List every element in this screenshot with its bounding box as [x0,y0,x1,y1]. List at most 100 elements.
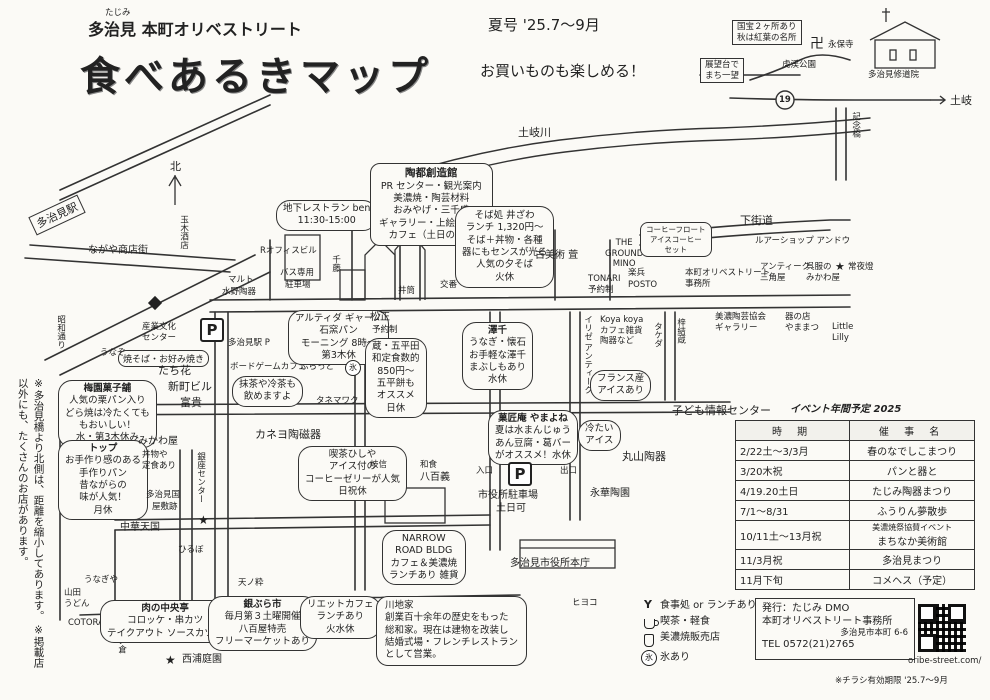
event-row: 10/11土～13月祝美濃焼祭協賛イベントまちなか美術館 [734,520,975,550]
event-row: 3/20木祝パンと器と [734,460,975,481]
matsukuni-yoyaku: 予約制 [372,325,398,335]
yamayoshi-bubble: 菓匠庵 やまよね 夏は水まんじゅう あん豆腐・葛バー がオススメ！水休 [488,410,579,466]
showa-dori-label: 昭和通り [55,315,66,349]
event-name: 美濃焼祭協賛イベントまちなか美術館 [849,520,975,550]
event-name: ふうりん夢散歩 [849,500,975,521]
eihoji-label: 永保寺 [828,40,854,50]
shimokaido-label: 下街道 [740,214,773,227]
kawamura-bubble: 川地家 創業百十余年の歴史をもった 総和家。現在は建物を改装し 結婚式場・フレン… [376,596,528,666]
ireze-label: イリゼ アンティーク [582,315,593,395]
kura-bubble: 蔵・五平田 和定食数的 850円～ 五平餅も オススメ 日休 [365,338,427,419]
maruto-label-1: マルト [228,275,254,285]
event-date: 7/1～8/31 [734,500,851,521]
legend-ice: 氷あり [660,652,690,663]
publisher-address: 多治見市本町 6-6 [840,628,908,638]
nagaya-label: ながや商店街 [88,245,148,256]
kodomo-label: 子ども情報センター [672,404,771,417]
main-title: 食べあるきマップ [80,54,432,100]
inoue-label: 井筒 [398,286,416,296]
matsukuni-label: 松正 [370,312,390,323]
eika-label: 永華陶園 [590,488,630,499]
hyakuyoshi-label: 八百義 [420,472,450,483]
mikawa-gofuku-label: 呉服の みかわ屋 [806,262,841,283]
top-bakery-bubble: トップ お手作り感のある 手作りパン 昔ながらの 味が人気！ 月休 [58,440,149,521]
shiyakusho-p-1: 市役所駐車場 [478,490,538,501]
koyakoya-label: Koya koya カフェ雑貨 陶器など [600,315,644,347]
ice-icon: 氷 [345,360,361,376]
hiruho-label: ひるぼ [178,545,204,555]
event-title: コメヘス（予定） [872,576,953,587]
event-row: 11月下旬 コメヘス（予定） [734,569,975,590]
kokei-label: 虎渓公園 [782,60,817,70]
yashiki-label: 屋敷跡 [152,502,178,512]
side-note: ※多治見橋より北側は、距離を縮小してあります。 ※掲載店以外にも、たくさんのお店… [16,378,45,668]
mimaya-label: みかわ屋 [138,436,178,447]
takenaka-label: タケダ [652,322,663,348]
event-name: パンと器と [849,460,975,481]
unagiya-label: うなぎや [84,575,119,585]
svg-text:★: ★ [198,513,209,527]
svg-text:卍: 卍 [810,36,824,52]
publisher-office: 本町オリベストリート事務所 [762,615,893,627]
hiyoko-label: ヒヨコ [572,598,598,608]
tonari-label: TONARI 予約制 [588,274,621,295]
kokuho-box: 国宝２ヶ所あり 秋は紅葉の名所 [732,20,802,46]
ice-legend-icon: 氷 [641,650,657,666]
soba-bubble: そば処 井ざわ ランチ 1,320円～ そば＋丼物・各種 器にもセンスが光る 人… [455,206,555,289]
tajimi-eki-p-label: 多治見駅 P [228,338,270,348]
unazo-label: うなぞ [100,348,126,358]
yakisoba-box: 焼そば・お好み焼き [118,350,210,367]
maruto-label-2: 水野陶器 [222,287,257,297]
legend-cafe: 喫茶・軽食 [660,616,710,627]
shiyakusho-p-2: 土日可 [496,503,526,514]
kobo-label: 交番 [440,280,458,290]
utsuwa-label: 器の店 やままつ [785,312,820,333]
tenbodai-box: 展望台で まち一望 [700,58,745,84]
river-label: 土岐川 [518,126,551,139]
de-label: 出口 [560,466,578,476]
kanekyu-label: カネヨ陶磁器 [255,428,321,441]
publisher-tel: TEL 0572(21)2765 [762,638,855,650]
event-title: 多治見まつり [882,556,943,567]
svg-text:★: ★ [835,260,845,273]
event-title: たじみ陶器まつり [872,487,953,498]
publisher-issuer: 発行：たじみ DMO [762,603,850,614]
bus-parking-1: バス専用 [280,268,315,278]
shudoin-label: 多治見修道院 [868,70,920,80]
event-date: 11/3月祝 [734,549,851,570]
event-name: コメヘス（予定） [849,569,975,590]
ginbura-bubble: 銀ぶら市 毎月第３土曜開催 八百屋特売 フリーマーケットあり [208,596,318,652]
bus-parking-2: 駐車場 [285,280,311,290]
sangyo-label: 産業文化 センター [142,322,177,343]
publisher-url[interactable]: oribe-street.com/ [908,656,982,666]
tanemaku-label: タネマワク [316,396,359,406]
rakubei-label: 楽兵 [628,268,646,278]
legend-mino: 美濃焼販売店 [660,632,720,643]
shiyakusho-label: 多治見市役所本庁 [510,558,590,569]
event-date: 2/22土～3/3月 [734,440,851,461]
shiyakusho-parking-icon: P [508,462,532,486]
mino-kyoukai-label: 美濃陶芸協会 ギャラリー [715,312,767,333]
qr-code-icon[interactable] [918,604,966,652]
oribe-office-label: 本町オリベストリート 事務所 [685,268,771,289]
sawachi-bubble: 澤千 うなぎ・懐石 お手軽な澤千 まぶしもあり 水休 [462,322,534,390]
shinmachi-label: 新町ビル [168,380,212,393]
event-date: 10/11土～13月祝 [734,520,851,550]
event-title: ふうりん夢散歩 [877,507,948,518]
validity-note: ※チラシ有効期限 '25.7～9月 [835,676,948,686]
event-name: 春のなでしこまつり [849,440,975,461]
season-label: 夏号 '25.7～9月 [488,16,600,34]
andou-label: ルアーショップ アンドウ [755,236,851,246]
tomiki-label: 富貴 [180,396,202,409]
wasyoku-label: 和食 [420,460,438,470]
events-title: イベント年間予定 2025 [790,404,902,415]
tagline: お買いものも楽しめる！ [480,62,646,80]
iri-label: 入口 [476,466,494,476]
event-date: 11月下旬 [734,569,851,590]
mokumoku-label: ボードゲームカフェ [230,362,307,372]
event-date: 3/20木祝 [734,460,851,481]
gifu-label: 岐信 [370,460,388,470]
tamagi-label: 玉木酒店 [178,215,189,249]
rieto-bubble: リエットカフェ ランチあり 火水休 [300,596,381,640]
compass-north: 北 [170,160,181,173]
